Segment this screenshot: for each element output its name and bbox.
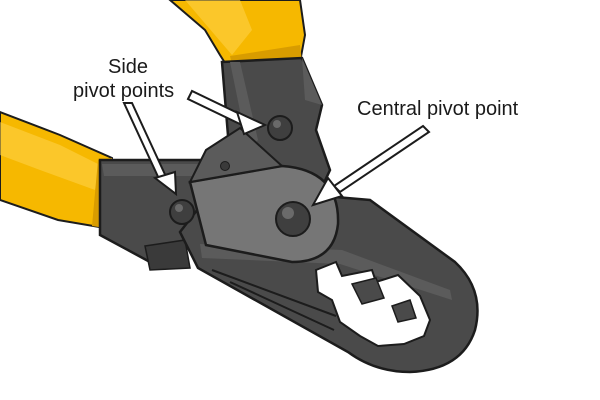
side-pivot-rivet-left <box>169 199 195 225</box>
central-pivot-label: Central pivot point <box>357 98 519 120</box>
side-pivot-arrow <box>186 89 268 136</box>
central-plate <box>188 126 340 264</box>
side-pivot-arrow <box>122 102 178 197</box>
central-pivot-rivet <box>275 201 311 237</box>
side-pivot-label-line2: pivot points <box>73 80 175 102</box>
central-pivot-arrow <box>310 124 431 207</box>
side-pivot-rivet-top <box>267 115 293 141</box>
left-handle <box>0 110 114 230</box>
side-pivot-label-line1: Side <box>108 56 149 78</box>
